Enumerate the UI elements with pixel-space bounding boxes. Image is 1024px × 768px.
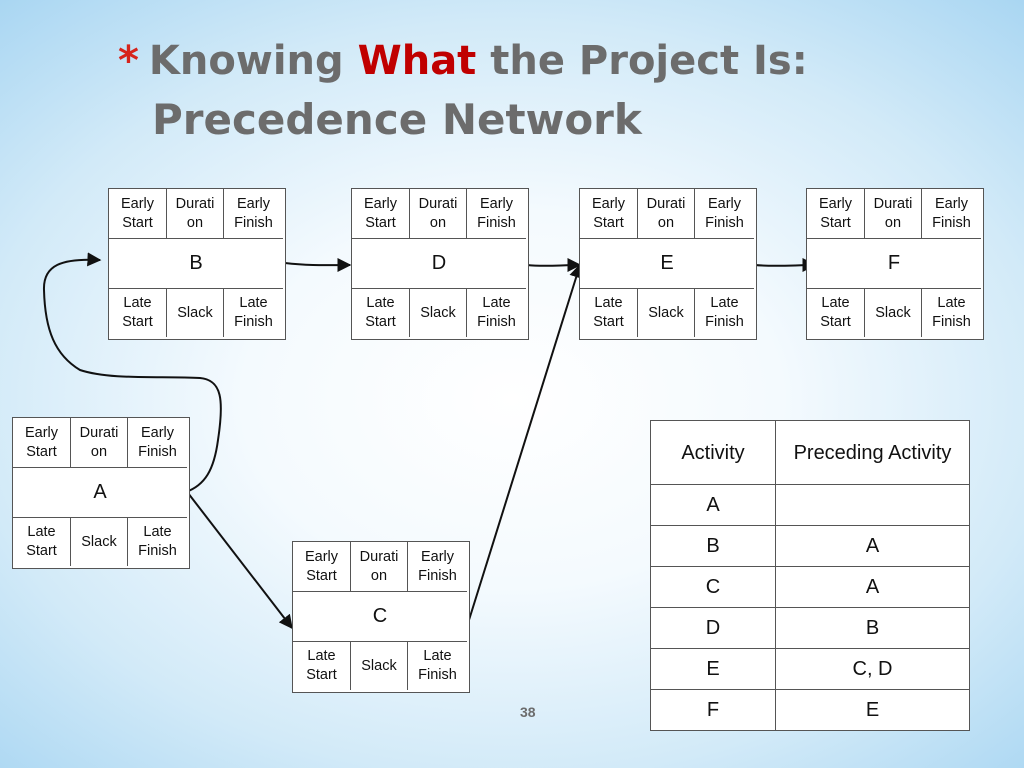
preceding-cell: B xyxy=(775,607,970,649)
table-row: A xyxy=(650,484,970,526)
activity-node-e: Early Start Durati on Early Finish E Lat… xyxy=(579,188,757,340)
early-start-label: Early Start xyxy=(807,189,865,239)
late-start-label: Late Start xyxy=(807,289,865,337)
arrow-c-to-e xyxy=(468,263,583,621)
activity-name: F xyxy=(807,239,981,289)
page-number: 38 xyxy=(520,704,536,720)
activity-name: D xyxy=(352,239,526,289)
duration-label: Durati on xyxy=(410,189,467,239)
slack-label: Slack xyxy=(410,289,467,337)
activity-name: C xyxy=(293,592,467,642)
late-finish-label: Late Finish xyxy=(138,524,177,559)
table-row: C A xyxy=(650,566,970,608)
duration-label: Durati on xyxy=(71,418,128,468)
activity-cell: A xyxy=(650,484,776,526)
activity-cell: B xyxy=(650,525,776,567)
preceding-cell: A xyxy=(775,525,970,567)
activity-node-d: Early Start Durati on Early Finish D Lat… xyxy=(351,188,529,340)
preceding-cell: E xyxy=(775,689,970,731)
preceding-cell: C, D xyxy=(775,648,970,690)
early-finish-label: Early Finish xyxy=(695,189,754,239)
late-finish-label: Late Finish xyxy=(932,295,971,330)
early-finish-label: Early Finish xyxy=(224,189,283,239)
slide-title: *Knowing What the Project Is: Precedence… xyxy=(118,30,808,148)
early-start-label: Early Start xyxy=(293,542,351,592)
table-row: E C, D xyxy=(650,648,970,690)
arrow-a-to-b xyxy=(42,252,222,493)
duration-label: Durati on xyxy=(638,189,695,239)
early-finish-label: Early Finish xyxy=(408,542,467,592)
arrow-a-to-c xyxy=(187,492,293,630)
slack-label: Slack xyxy=(351,642,408,690)
table-row: B A xyxy=(650,525,970,567)
precedence-table: Activity Preceding Activity A B A C A D … xyxy=(650,420,970,731)
activity-name: A xyxy=(13,468,187,518)
table-row: F E xyxy=(650,689,970,731)
late-start-label: Late Start xyxy=(352,289,410,337)
preceding-cell xyxy=(775,484,970,526)
activity-cell: C xyxy=(650,566,776,608)
table-row: D B xyxy=(650,607,970,649)
title-project: the Project Is: xyxy=(490,38,808,84)
preceding-cell: A xyxy=(775,566,970,608)
early-start-label: Early Start xyxy=(352,189,410,239)
activity-cell: D xyxy=(650,607,776,649)
activity-node-a: Early Start Durati on Early Finish A Lat… xyxy=(12,417,190,569)
table-header-row: Activity Preceding Activity xyxy=(650,420,970,485)
header-activity: Activity xyxy=(650,420,776,485)
arrow-d-to-e xyxy=(526,258,582,273)
title-what: What xyxy=(357,38,477,84)
early-start-label: Early Start xyxy=(109,189,167,239)
early-finish-label: Early Finish xyxy=(467,189,526,239)
early-finish-label: Early Finish xyxy=(128,418,187,468)
early-finish-label: Early Finish xyxy=(922,189,981,239)
slack-label: Slack xyxy=(71,518,128,566)
late-finish-label: Late Finish xyxy=(234,295,273,330)
activity-name: E xyxy=(580,239,754,289)
late-finish-label: Late Finish xyxy=(418,648,457,683)
late-start-label: Late Start xyxy=(13,518,71,566)
duration-label: Durati on xyxy=(865,189,922,239)
activity-node-f: Early Start Durati on Early Finish F Lat… xyxy=(806,188,984,340)
header-preceding-activity: Preceding Activity xyxy=(775,420,970,485)
title-line-2: Precedence Network xyxy=(152,95,642,144)
late-start-label: Late Start xyxy=(293,642,351,690)
activity-node-b: Early Start Durati on Early Finish B Lat… xyxy=(108,188,286,340)
late-start-label: Late Start xyxy=(109,289,167,337)
late-start-label: Late Start xyxy=(580,289,638,337)
early-start-label: Early Start xyxy=(580,189,638,239)
slack-label: Slack xyxy=(865,289,922,337)
activity-cell: F xyxy=(650,689,776,731)
early-start-label: Early Start xyxy=(13,418,71,468)
activity-node-c: Early Start Durati on Early Finish C Lat… xyxy=(292,541,470,693)
activity-cell: E xyxy=(650,648,776,690)
arrow-b-to-d xyxy=(284,258,352,273)
title-line-1: *Knowing What the Project Is: xyxy=(118,30,808,92)
activity-name: B xyxy=(109,239,283,289)
slack-label: Slack xyxy=(638,289,695,337)
title-bullet: * xyxy=(118,38,139,84)
title-knowing: Knowing xyxy=(148,38,344,84)
late-finish-label: Late Finish xyxy=(705,295,744,330)
slack-label: Slack xyxy=(167,289,224,337)
duration-label: Durati on xyxy=(351,542,408,592)
duration-label: Durati on xyxy=(167,189,224,239)
late-finish-label: Late Finish xyxy=(477,295,516,330)
